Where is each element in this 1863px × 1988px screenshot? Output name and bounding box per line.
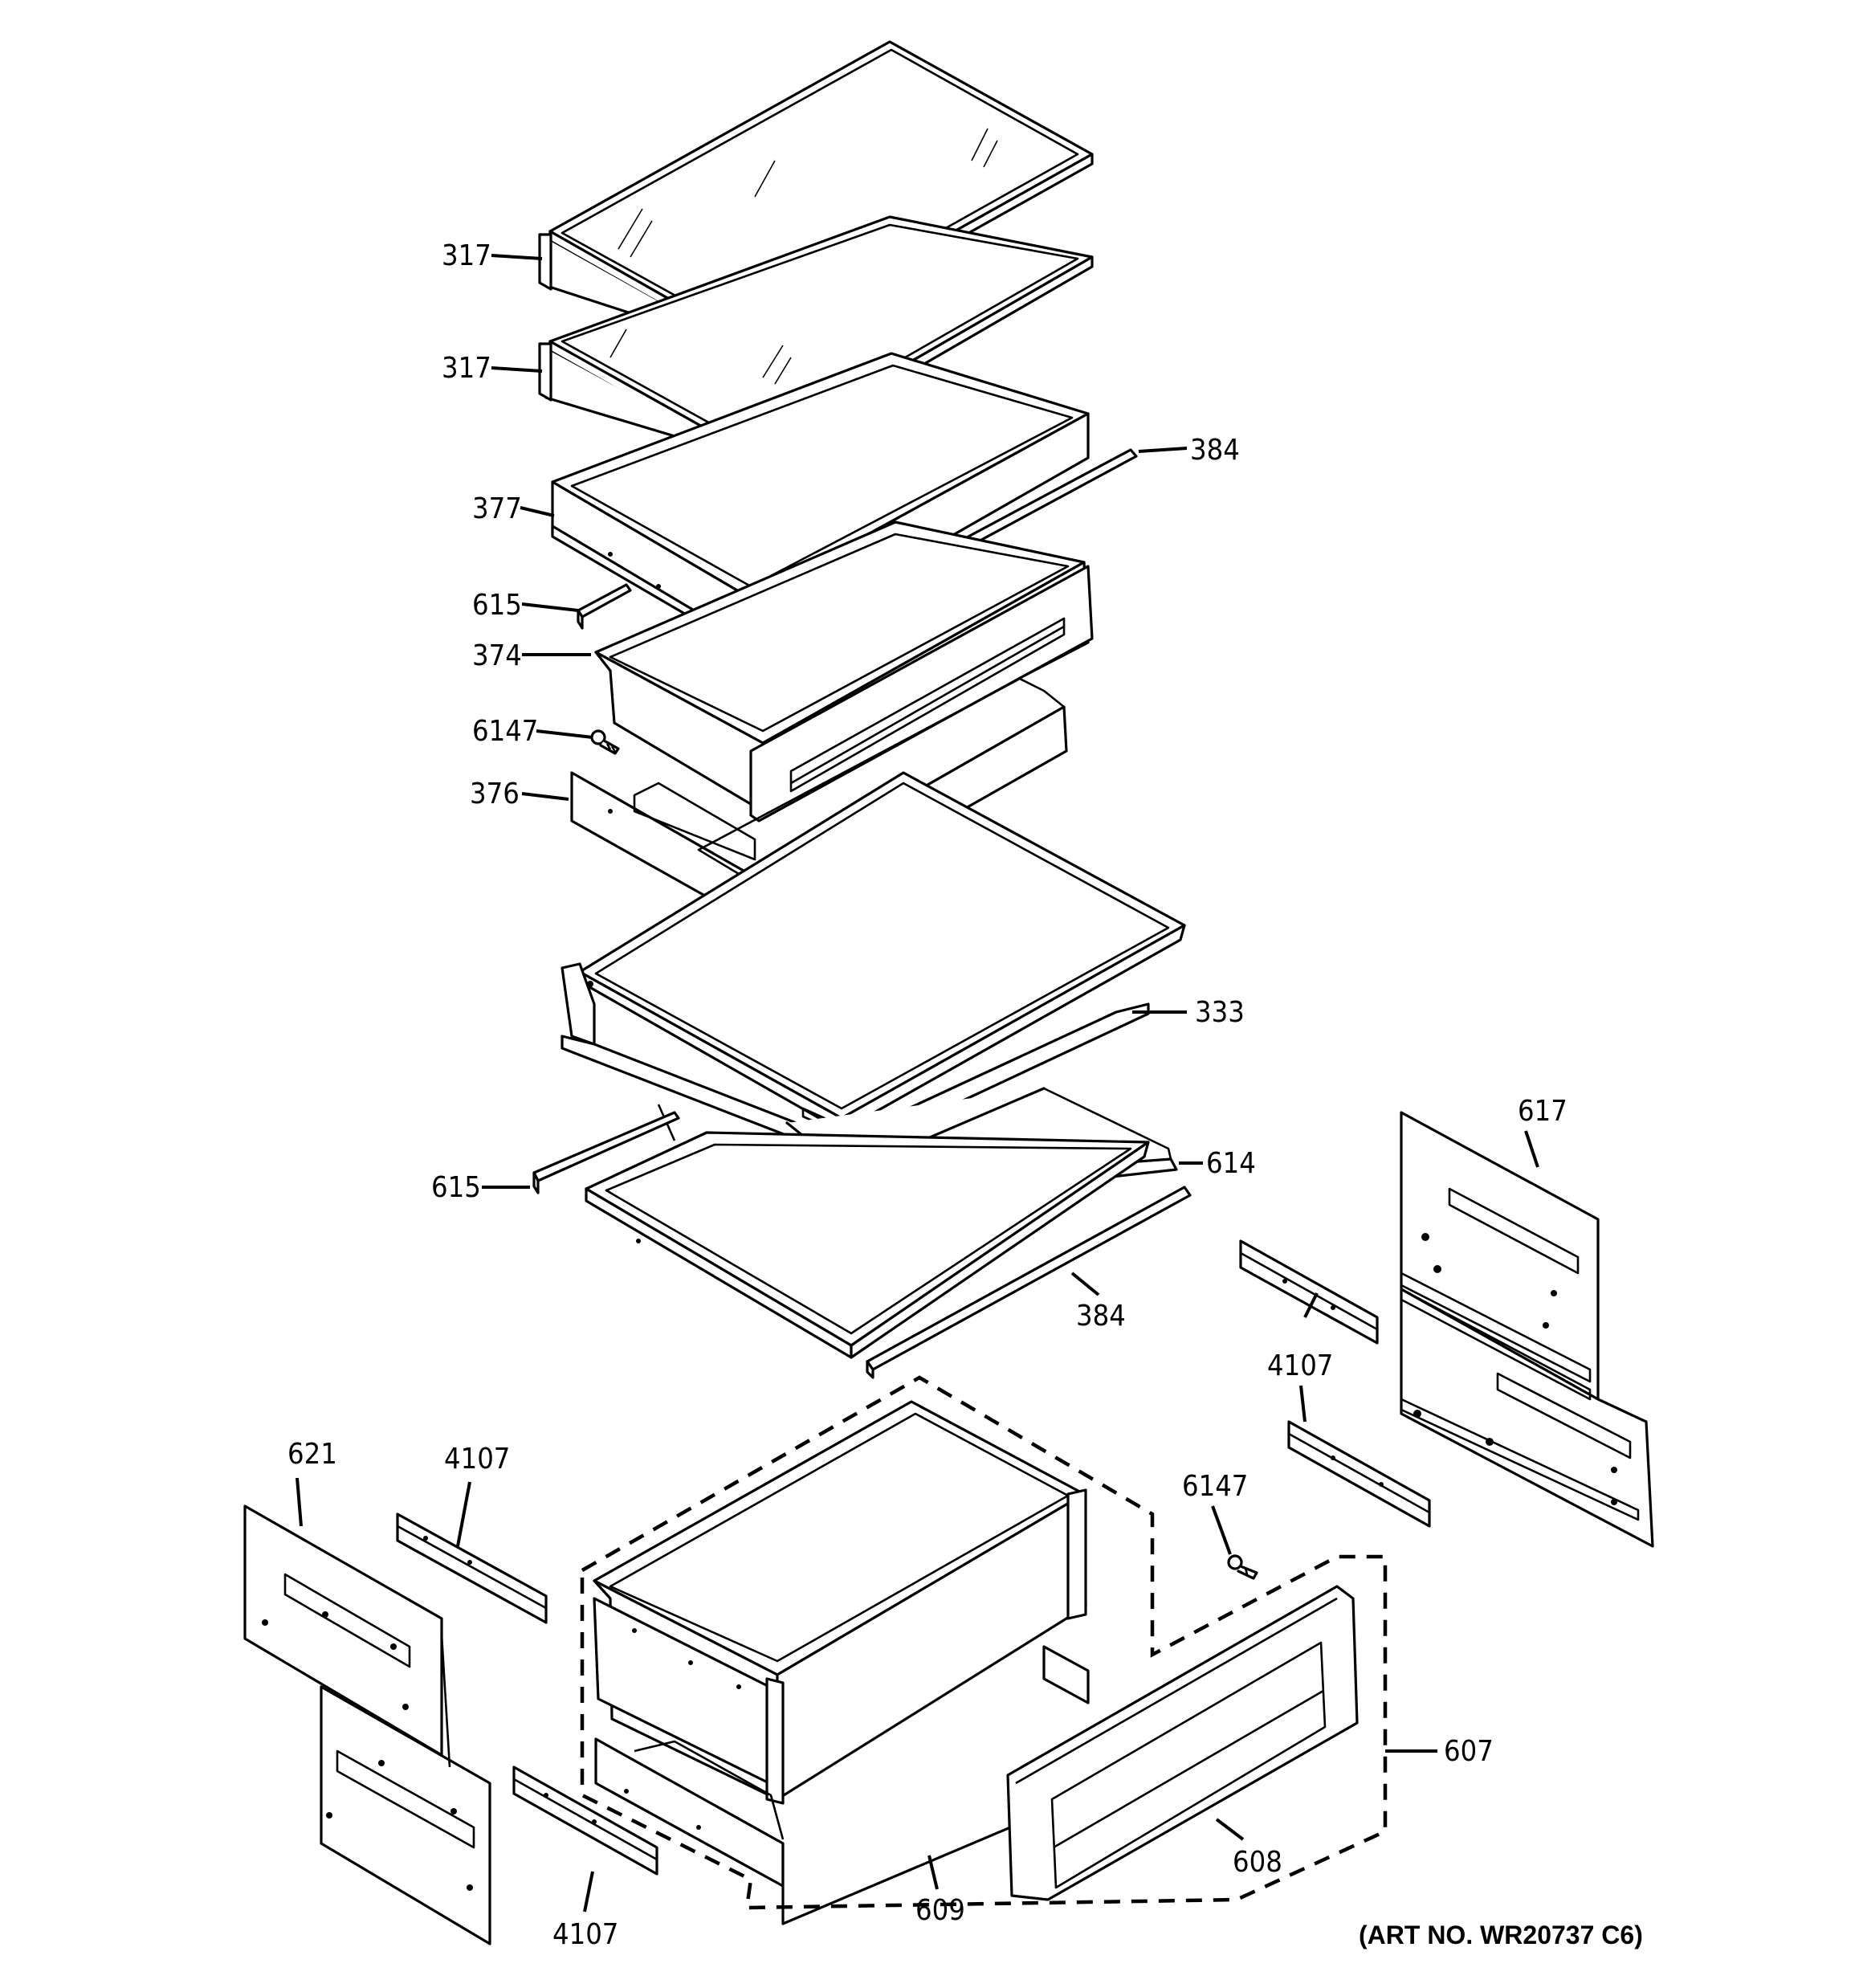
side-panel-617 bbox=[1400, 1111, 1654, 1548]
label-384-top: 384 bbox=[1190, 434, 1240, 467]
label-607: 607 bbox=[1444, 1735, 1494, 1768]
label-317-top: 317 bbox=[442, 239, 491, 272]
label-6147-top: 6147 bbox=[472, 715, 538, 748]
label-615-top: 615 bbox=[472, 589, 522, 622]
label-4107-left-lower: 4107 bbox=[552, 1918, 618, 1951]
label-617: 617 bbox=[1518, 1095, 1567, 1128]
label-374: 374 bbox=[472, 639, 522, 672]
label-317-lower: 317 bbox=[442, 352, 491, 385]
art-number: (ART NO. WR20737 C6) bbox=[1359, 1921, 1643, 1949]
label-621: 621 bbox=[287, 1438, 337, 1471]
label-333: 333 bbox=[1195, 996, 1245, 1029]
bracket-4107-left-upper bbox=[396, 1512, 548, 1624]
label-377: 377 bbox=[472, 492, 522, 525]
label-608: 608 bbox=[1233, 1846, 1282, 1879]
side-panel-621 bbox=[243, 1504, 491, 1945]
label-614: 614 bbox=[1206, 1147, 1256, 1180]
glass-shelf-333 bbox=[561, 771, 1186, 1158]
screw-6147-lower bbox=[1227, 1554, 1258, 1580]
bracket-4107-right-upper bbox=[1239, 1239, 1379, 1345]
bracket-4107-left-lower bbox=[512, 1766, 658, 1876]
screw-6147-top bbox=[590, 729, 620, 755]
label-615-lower: 615 bbox=[431, 1171, 481, 1204]
leader-lines bbox=[296, 254, 1539, 1912]
rail-615-lower bbox=[532, 1111, 680, 1194]
label-6147-lower: 6147 bbox=[1182, 1470, 1248, 1503]
assembly-607-dashed-outline bbox=[580, 1375, 1388, 1910]
crisper-cover-glass bbox=[585, 1131, 1150, 1359]
label-384-lower: 384 bbox=[1076, 1300, 1126, 1333]
label-4107-right: 4107 bbox=[1267, 1349, 1333, 1382]
rail-384-lower bbox=[866, 1186, 1192, 1379]
crisper-drawer-374 bbox=[594, 520, 1094, 823]
label-4107-left-upper: 4107 bbox=[444, 1443, 510, 1476]
label-376: 376 bbox=[470, 778, 520, 810]
label-609: 609 bbox=[915, 1894, 965, 1927]
bracket-4107-right-lower bbox=[1287, 1420, 1431, 1528]
rail-615-top bbox=[577, 583, 632, 630]
drawer-bin-assembly bbox=[593, 1400, 1090, 1805]
drawer-front-608 bbox=[1006, 1585, 1359, 1901]
